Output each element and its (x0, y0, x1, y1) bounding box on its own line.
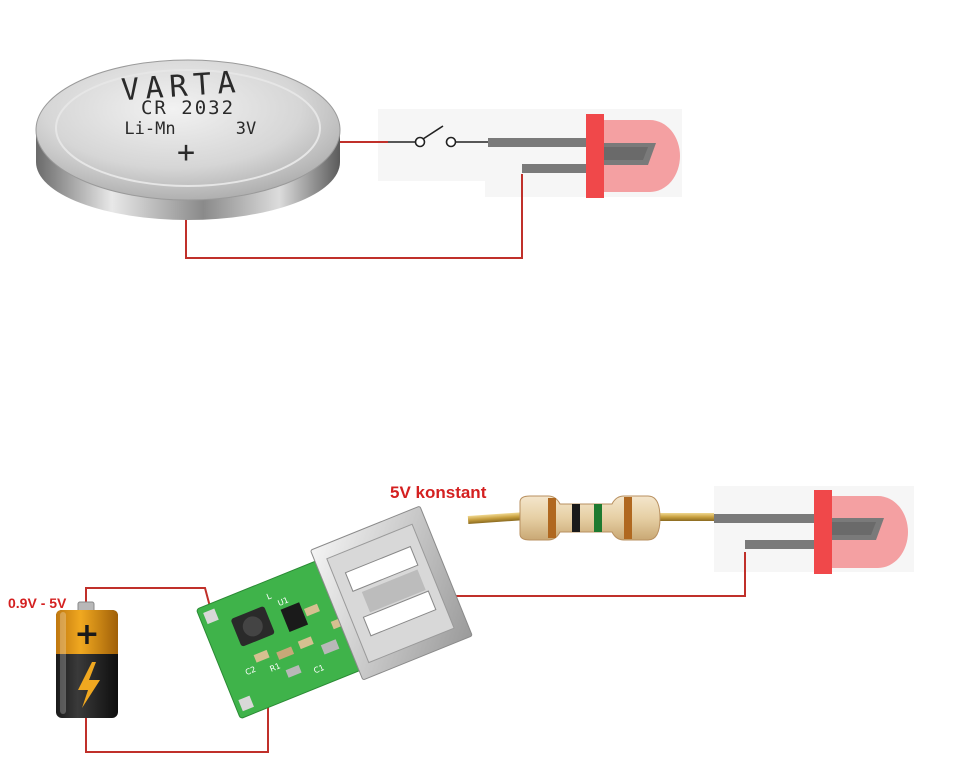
switch-icon (388, 125, 488, 148)
aa-battery: + (56, 601, 118, 718)
lightning-icon (78, 662, 100, 708)
coin-chemistry: Li-Mn (124, 119, 175, 139)
usb-a-port (310, 506, 473, 680)
pcb-silk-u: U1 (276, 595, 290, 607)
wires-bottom (85, 552, 746, 753)
pcb-silk-r: R1 (269, 661, 282, 673)
pcb-silk-c2: C2 (244, 665, 257, 677)
battery-plus-icon: + (74, 617, 99, 652)
coin-model: CR 2032 (141, 97, 235, 119)
coin-voltage: 3V (236, 119, 256, 139)
switch-panel (378, 109, 490, 181)
coin-cell-battery: VARTA CR 2032 Li-Mn 3V + (35, 59, 341, 220)
output-voltage-label: 5V konstant (390, 483, 487, 502)
resistor-icon (467, 495, 714, 541)
boost-converter-module: L R1 U1 C1 C2 (196, 506, 473, 719)
pcb-silk-l: L (265, 591, 273, 601)
led-icon-top (488, 114, 680, 198)
pcb-silk-c: C1 (312, 663, 325, 675)
wires-top (185, 141, 523, 259)
coin-polarity: + (177, 135, 195, 170)
led-icon-bottom (714, 490, 908, 574)
input-voltage-label: 0.9V - 5V (8, 595, 67, 611)
coin-brand: VARTA (120, 65, 242, 108)
